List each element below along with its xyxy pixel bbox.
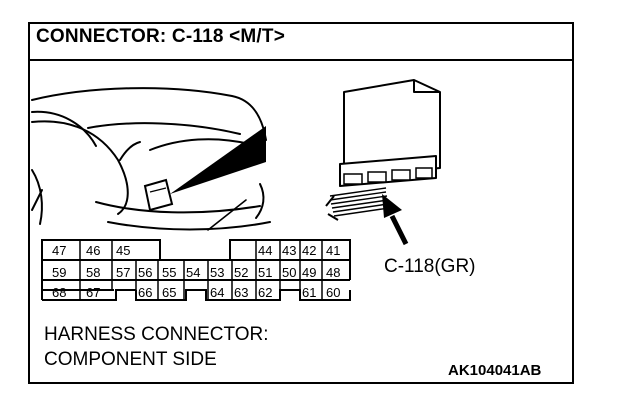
wire-harness <box>325 187 390 221</box>
pin-number: 48 <box>326 265 341 280</box>
pin-number: 66 <box>138 285 153 300</box>
pin-number: 45 <box>116 243 131 258</box>
pin-number: 42 <box>302 243 317 258</box>
pin-number: 63 <box>234 285 249 300</box>
component-module <box>339 79 441 187</box>
pin-number: 55 <box>162 265 177 280</box>
diagram-frame <box>28 22 574 384</box>
pin-number: 50 <box>282 265 297 280</box>
dashboard-illustration <box>31 87 271 231</box>
pin-number: 47 <box>52 243 67 258</box>
caption-line-1: HARNESS CONNECTOR: <box>44 324 269 345</box>
pin-number: 58 <box>86 265 101 280</box>
connector-caption: HARNESS CONNECTOR: COMPONENT SIDE <box>44 322 269 372</box>
pin-number: 57 <box>116 265 131 280</box>
title-divider <box>30 59 572 61</box>
pin-number: 41 <box>326 243 341 258</box>
pin-number: 52 <box>234 265 249 280</box>
pin-number: 54 <box>186 265 201 280</box>
pin-number: 44 <box>258 243 273 258</box>
figure-code: AK104041AB <box>448 362 542 379</box>
pin-number: 46 <box>86 243 101 258</box>
pin-number: 60 <box>326 285 341 300</box>
pin-cell-dividers <box>79 240 323 300</box>
pin-number: 65 <box>162 285 177 300</box>
callout-wedge <box>170 126 266 194</box>
module-connector-ports <box>343 167 433 185</box>
pin-number: 49 <box>302 265 317 280</box>
connector-face-outline <box>41 239 351 301</box>
pin-number: 43 <box>282 243 297 258</box>
pin-number: 56 <box>138 265 153 280</box>
caption-line-2: COMPONENT SIDE <box>44 349 217 370</box>
pin-number: 61 <box>302 285 317 300</box>
dashboard-connector-icon <box>143 178 174 212</box>
pin-number: 68 <box>52 285 67 300</box>
pin-number: 59 <box>52 265 67 280</box>
pin-number: 64 <box>210 285 225 300</box>
pin-number: 62 <box>258 285 273 300</box>
diagram-title: CONNECTOR: C-118 <M/T> <box>36 26 285 47</box>
pin-number: 51 <box>258 265 273 280</box>
connector-label: C-118(GR) <box>384 256 476 277</box>
pin-number: 53 <box>210 265 225 280</box>
pin-number: 67 <box>86 285 101 300</box>
pointer-arrow <box>382 194 409 246</box>
